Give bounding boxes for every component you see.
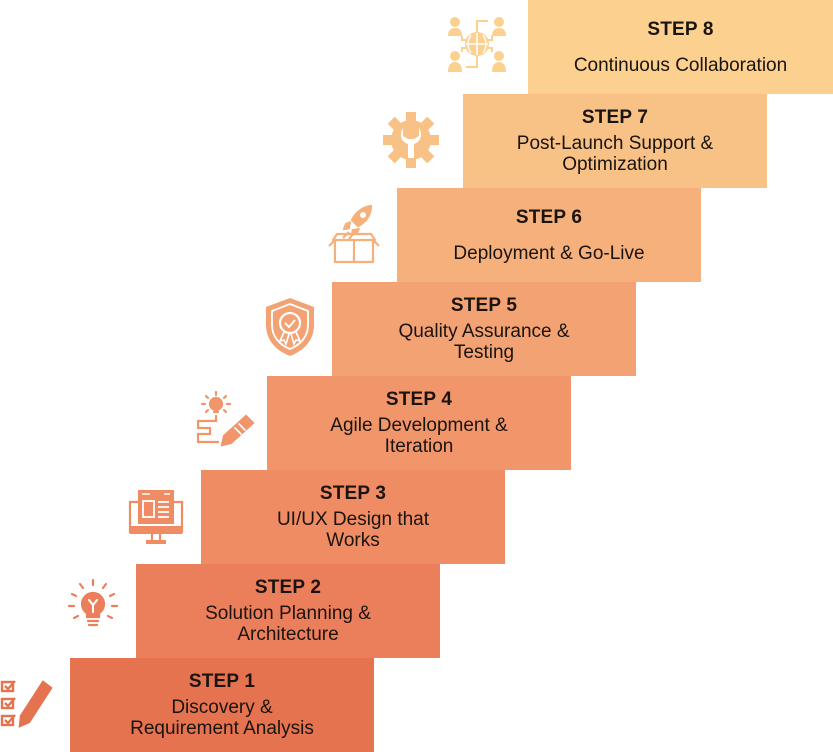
step-4-desc-line1: Agile Development & (330, 415, 508, 436)
step-2-title: STEP 2 (254, 577, 322, 598)
step-6-title: STEP 6 (515, 206, 583, 228)
step-1-title: STEP 1 (188, 671, 256, 692)
step-7-desc-line1: Post-Launch Support & (516, 133, 714, 154)
gear-wrench-icon (381, 110, 441, 170)
step-1-block: STEP 1 Discovery & Requirement Analysis (70, 658, 374, 752)
rocket-box-icon (327, 204, 381, 266)
step-5-desc-line1: Quality Assurance & (398, 321, 570, 342)
lightbulb-icon (64, 578, 122, 636)
shield-badge-icon (263, 296, 317, 358)
step-1-desc-line1: Discovery & (171, 697, 273, 718)
step-8-block: STEP 8 Continuous Collaboration (528, 0, 833, 94)
step-5-block: STEP 5 Quality Assurance & Testing (332, 282, 636, 376)
step-4-block: STEP 4 Agile Development & Iteration (267, 376, 571, 470)
idea-pencil-icon (194, 390, 256, 450)
step-2-desc-line2: Architecture (237, 624, 339, 645)
step-5-desc-line2: Testing (453, 342, 515, 363)
step-5-title: STEP 5 (450, 295, 518, 316)
step-6-desc-line1: Deployment & Go-Live (453, 242, 645, 264)
step-8-desc-line1: Continuous Collaboration (573, 54, 788, 76)
step-1-desc-line2: Requirement Analysis (130, 718, 314, 739)
step-4-desc-line2: Iteration (384, 436, 454, 457)
step-2-desc-line1: Solution Planning & (205, 603, 371, 624)
step-3-title: STEP 3 (319, 483, 387, 504)
step-3-block: STEP 3 UI/UX Design that Works (201, 470, 505, 564)
step-6-block: STEP 6 Deployment & Go-Live (397, 188, 701, 282)
global-team-icon (446, 14, 508, 74)
step-4-title: STEP 4 (385, 389, 453, 410)
step-2-block: STEP 2 Solution Planning & Architecture (136, 564, 440, 658)
step-3-desc-line1: UI/UX Design that (276, 509, 430, 530)
step-7-desc-line2: Optimization (562, 154, 668, 175)
step-3-desc-line2: Works (326, 530, 380, 551)
step-7-title: STEP 7 (581, 107, 649, 128)
checklist-pencil-icon (0, 676, 56, 734)
step-8-title: STEP 8 (647, 18, 714, 40)
monitor-wireframe-icon (126, 488, 186, 550)
step-7-block: STEP 7 Post-Launch Support & Optimizatio… (463, 94, 767, 188)
